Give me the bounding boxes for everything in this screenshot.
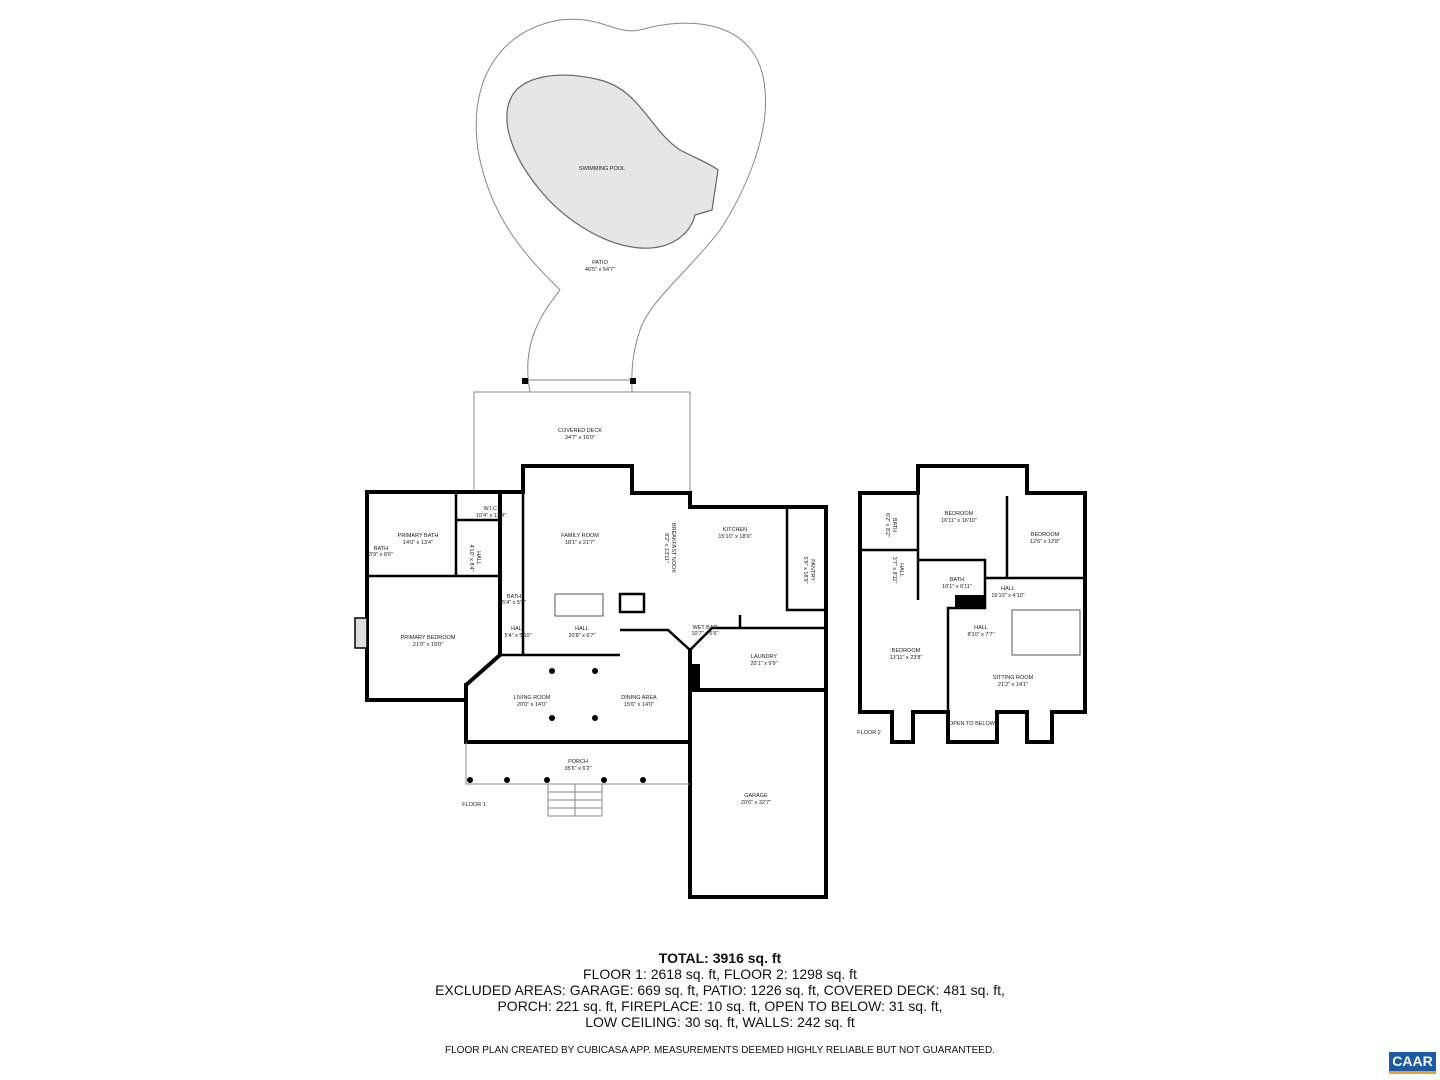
- label-pool: SWIMMING POOL: [579, 166, 625, 172]
- room-dims: 20'8" x 6'7": [568, 633, 595, 639]
- room-name: HALL: [1001, 586, 1015, 592]
- room-name: PRIMARY BEDROOM: [401, 635, 456, 641]
- room-name: BATH: [374, 546, 388, 552]
- room-dims: 20'0" x 14'0": [517, 702, 547, 708]
- room-name: LAUNDRY: [751, 654, 778, 660]
- room-dims: 15'10" x 18'9": [718, 534, 751, 540]
- room-dims: 4'10" x 8'4": [468, 544, 474, 571]
- room-name: HALL: [511, 626, 525, 632]
- room-name: LIVING ROOM: [514, 695, 551, 701]
- room-dims: 21'2" x 14'1": [998, 682, 1028, 688]
- excluded-areas-cont: PORCH: 221 sq. ft, FIREPLACE: 10 sq. ft,…: [497, 998, 943, 1014]
- caar-logo: CAAR: [1389, 1052, 1436, 1074]
- post: [630, 378, 636, 384]
- covered-deck-outline: [473, 391, 691, 493]
- room-labels: SWIMMING POOL PATIO 46'5" x 54'7" COVERE…: [369, 166, 1060, 808]
- columns: [549, 668, 598, 721]
- label-garage: GARAGE: [744, 793, 768, 799]
- dims-porch: 35'6" x 6'2": [564, 766, 591, 772]
- room-dims: 5'9" x 18'9": [802, 556, 808, 583]
- room-dims: 15'10" x 4'10": [991, 593, 1024, 599]
- area-summary: TOTAL: 3916 sq. ft FLOOR 1: 2618 sq. ft,…: [0, 950, 1440, 1030]
- porch: [465, 742, 690, 817]
- floor-plan: SWIMMING POOL PATIO 46'5" x 54'7" COVERE…: [354, 18, 1087, 899]
- room-name: BATH: [950, 577, 964, 583]
- room-dims: 12'6" x 12'8": [1030, 539, 1060, 545]
- room-name: HALL: [475, 551, 481, 565]
- room-dims: 6'2" x 8'2": [884, 513, 890, 537]
- excluded-areas: EXCLUDED AREAS: GARAGE: 669 sq. ft, PATI…: [435, 982, 1005, 998]
- floor2-label: FLOOR 2: [857, 730, 881, 736]
- room-dims: 21'0" x 19'0": [413, 642, 443, 648]
- room-name: SITTING ROOM: [993, 675, 1034, 681]
- room-name: WET BAR: [693, 625, 718, 631]
- room-dims: 3'9" x 8'6": [369, 552, 393, 558]
- disclaimer: FLOOR PLAN CREATED BY CUBICASA APP. MEAS…: [445, 1045, 995, 1056]
- room-name: HALL: [575, 626, 589, 632]
- total-area: TOTAL: 3916 sq. ft: [658, 950, 782, 966]
- room-dims: 10'1" x 6'11": [942, 584, 972, 590]
- room-dims: 10'7" x 6'6": [691, 631, 718, 637]
- post: [522, 378, 528, 384]
- label-patio: PATIO: [592, 260, 608, 266]
- swimming-pool: [506, 74, 719, 249]
- dims-covered-deck: 34'7" x 16'0": [565, 435, 595, 441]
- room-name: BATH: [891, 518, 897, 532]
- room-name: DINING AREA: [621, 695, 657, 701]
- label-porch: PORCH: [568, 759, 588, 765]
- room-name: HALL: [898, 563, 904, 577]
- room-dims: 14'0" x 13'4": [403, 540, 433, 546]
- room-name: BEDROOM: [1031, 532, 1060, 538]
- room-name: W.I.C.: [484, 506, 499, 512]
- room-dims: 10'4" x 13'4": [476, 513, 506, 519]
- floor1-label: FLOOR 1: [462, 802, 486, 808]
- floor-areas: FLOOR 1: 2618 sq. ft, FLOOR 2: 1298 sq. …: [583, 966, 857, 982]
- floor1-walls: [354, 464, 828, 899]
- room-name: BEDROOM: [892, 648, 921, 654]
- room-name: OPEN TO BELOW: [949, 721, 996, 727]
- room-name: BEDROOM: [945, 511, 974, 517]
- excluded-areas-cont2: LOW CEILING: 30 sq. ft, WALLS: 242 sq. f…: [585, 1014, 855, 1030]
- room-name: BATH: [507, 594, 521, 600]
- dims-patio: 46'5" x 54'7": [585, 267, 615, 273]
- room-name: HALL: [974, 625, 988, 631]
- room-dims: 3'7" x 8'11": [891, 557, 897, 584]
- room-name: KITCHEN: [723, 527, 747, 533]
- room-dims: 15'6" x 14'0": [624, 702, 654, 708]
- label-covered-deck: COVERED DECK: [558, 428, 602, 434]
- room-name: FAMILY ROOM: [561, 533, 599, 539]
- room-dims: 5'4" x 5'10": [504, 633, 531, 639]
- floor2-walls: [858, 464, 1087, 744]
- patio-outline: [475, 18, 767, 393]
- room-dims: 20'1" x 9'9": [750, 661, 777, 667]
- room-name: PRIMARY BATH: [398, 533, 439, 539]
- room-dims: 16'11" x 16'10": [941, 518, 977, 524]
- dims-garage: 20'6" x 32'7": [741, 800, 771, 806]
- room-dims: 8'2" x 13'11": [663, 533, 669, 563]
- room-dims: 5'4" x 5'3": [502, 600, 526, 606]
- room-name: PANTRY: [809, 559, 815, 581]
- room-dims: 13'11" x 23'8": [890, 655, 923, 661]
- room-dims: 8'10" x 7'7": [967, 632, 994, 638]
- room-name: BREAKFAST NOOK: [670, 523, 676, 573]
- room-dims: 18'1" x 21'7": [565, 540, 595, 546]
